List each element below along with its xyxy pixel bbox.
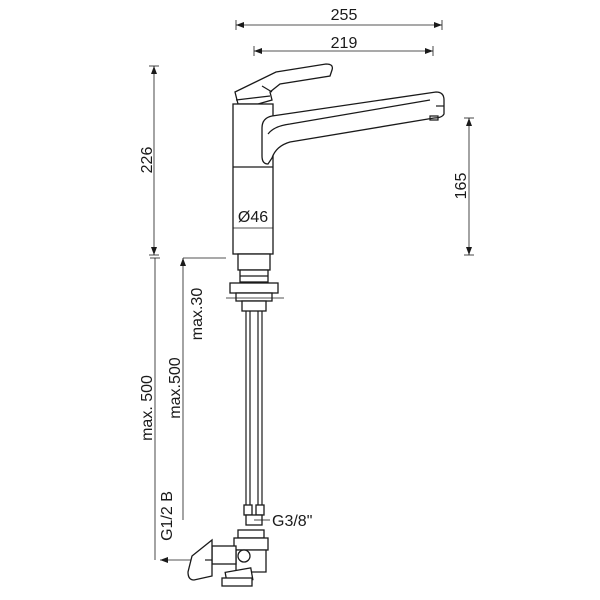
max-500-inner-label: max.500 <box>167 357 184 418</box>
max-500-outer-label: max. 500 <box>139 375 156 441</box>
deck-mounting <box>226 253 284 312</box>
max-30-label: max.30 <box>189 288 206 341</box>
width-overall-label: 255 <box>331 7 358 24</box>
dimension-max-500-inner: max.500 <box>167 348 184 520</box>
height-total-label: 226 <box>139 147 156 174</box>
dimension-width-overall: 255 <box>235 7 443 30</box>
angle-valve <box>187 529 269 587</box>
inlet-thread-label: G1/2 B <box>159 491 176 541</box>
diameter-label: Ø46 <box>238 209 268 226</box>
supply-hoses <box>243 311 265 526</box>
faucet-handle <box>234 63 334 105</box>
dimension-width-spout: 219 <box>253 35 434 56</box>
dimension-max-30: max.30 <box>180 257 226 348</box>
dimension-height-spout: 165 <box>453 117 474 256</box>
faucet-spout <box>261 91 445 165</box>
dimension-max-500-outer: max. 500 <box>139 257 160 560</box>
hose-thread-label: G3/8" <box>272 513 312 530</box>
dimension-height-total: 226 <box>139 65 159 256</box>
dimension-hose-thread: G3/8" <box>254 513 312 530</box>
width-spout-label: 219 <box>331 35 358 52</box>
height-spout-label: 165 <box>453 173 470 200</box>
